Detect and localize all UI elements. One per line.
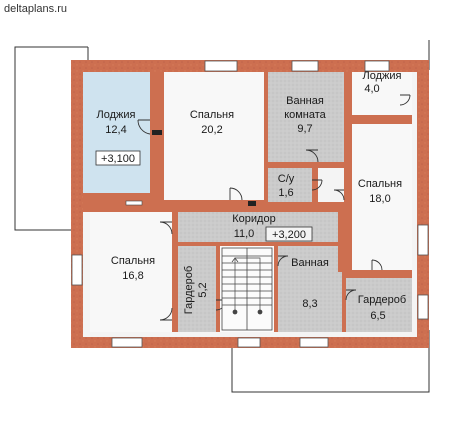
stairs — [221, 247, 273, 331]
wardrobe-left-label-group: Гардероб — [183, 266, 195, 314]
room-bedroom-top — [164, 72, 264, 200]
wardrobe-left-area-group: 5,2 — [197, 282, 209, 297]
label-bedroom-top-name: Спальня — [190, 109, 234, 121]
label-corridor-name: Коридор — [232, 213, 275, 225]
room-wardrobe-left — [178, 246, 216, 332]
label-wc-name: С/у — [278, 173, 295, 185]
level-marker-floor: +3,200 — [265, 226, 313, 242]
level-loggia-text: +3,100 — [101, 153, 135, 165]
label-bedroom-right-area: 18,0 — [369, 193, 390, 205]
label-wardrobe-left-name: Гардероб — [183, 266, 195, 314]
label-loggia-left-name: Лоджия — [97, 109, 136, 121]
room-bathroom-bottom — [278, 246, 342, 332]
room-loggia-left — [83, 72, 150, 193]
label-bedroom-left-area: 16,8 — [122, 270, 143, 282]
room-loggia-right — [352, 72, 412, 115]
room-wardrobe-right — [346, 278, 412, 332]
label-bathroom-top-name2: комната — [284, 109, 326, 121]
label-bedroom-top-area: 20,2 — [201, 124, 222, 136]
room-labels: Лоджия 12,4 Спальня 20,2 Ванная комната … — [97, 70, 407, 322]
doors — [137, 94, 411, 321]
label-bathroom-top-area: 9,7 — [297, 123, 312, 135]
label-bathroom-top-name1: Ванная — [286, 95, 324, 107]
label-wardrobe-right-area: 6,5 — [370, 310, 385, 322]
room-bedroom-left — [90, 212, 172, 332]
label-wardrobe-left-area: 5,2 — [197, 282, 209, 297]
interior-walls — [83, 72, 412, 332]
label-bedroom-right-name: Спальня — [358, 178, 402, 190]
terrace-outline — [14, 40, 430, 393]
label-bathroom-bottom-area: 8,3 — [302, 298, 317, 310]
label-wardrobe-right-name: Гардероб — [358, 294, 406, 306]
label-loggia-right-name: Лоджия — [363, 70, 402, 82]
room-wc — [268, 168, 312, 202]
room-bedroom-right — [346, 124, 412, 270]
label-bedroom-left-name: Спальня — [111, 255, 155, 267]
level-floor-text: +3,200 — [272, 229, 306, 241]
windows — [71, 60, 429, 348]
label-wc-area: 1,6 — [278, 187, 293, 199]
label-corridor-area: 11,0 — [234, 228, 255, 240]
level-marker-loggia: +3,100 — [95, 150, 141, 166]
label-loggia-right-area: 4,0 — [364, 83, 379, 95]
door-markers — [125, 130, 256, 206]
room-bathroom-top — [268, 72, 344, 162]
label-bathroom-bottom-name: Ванная — [291, 257, 329, 269]
watermark-text: deltaplans.ru — [4, 3, 67, 15]
label-loggia-left-area: 12,4 — [105, 124, 126, 136]
